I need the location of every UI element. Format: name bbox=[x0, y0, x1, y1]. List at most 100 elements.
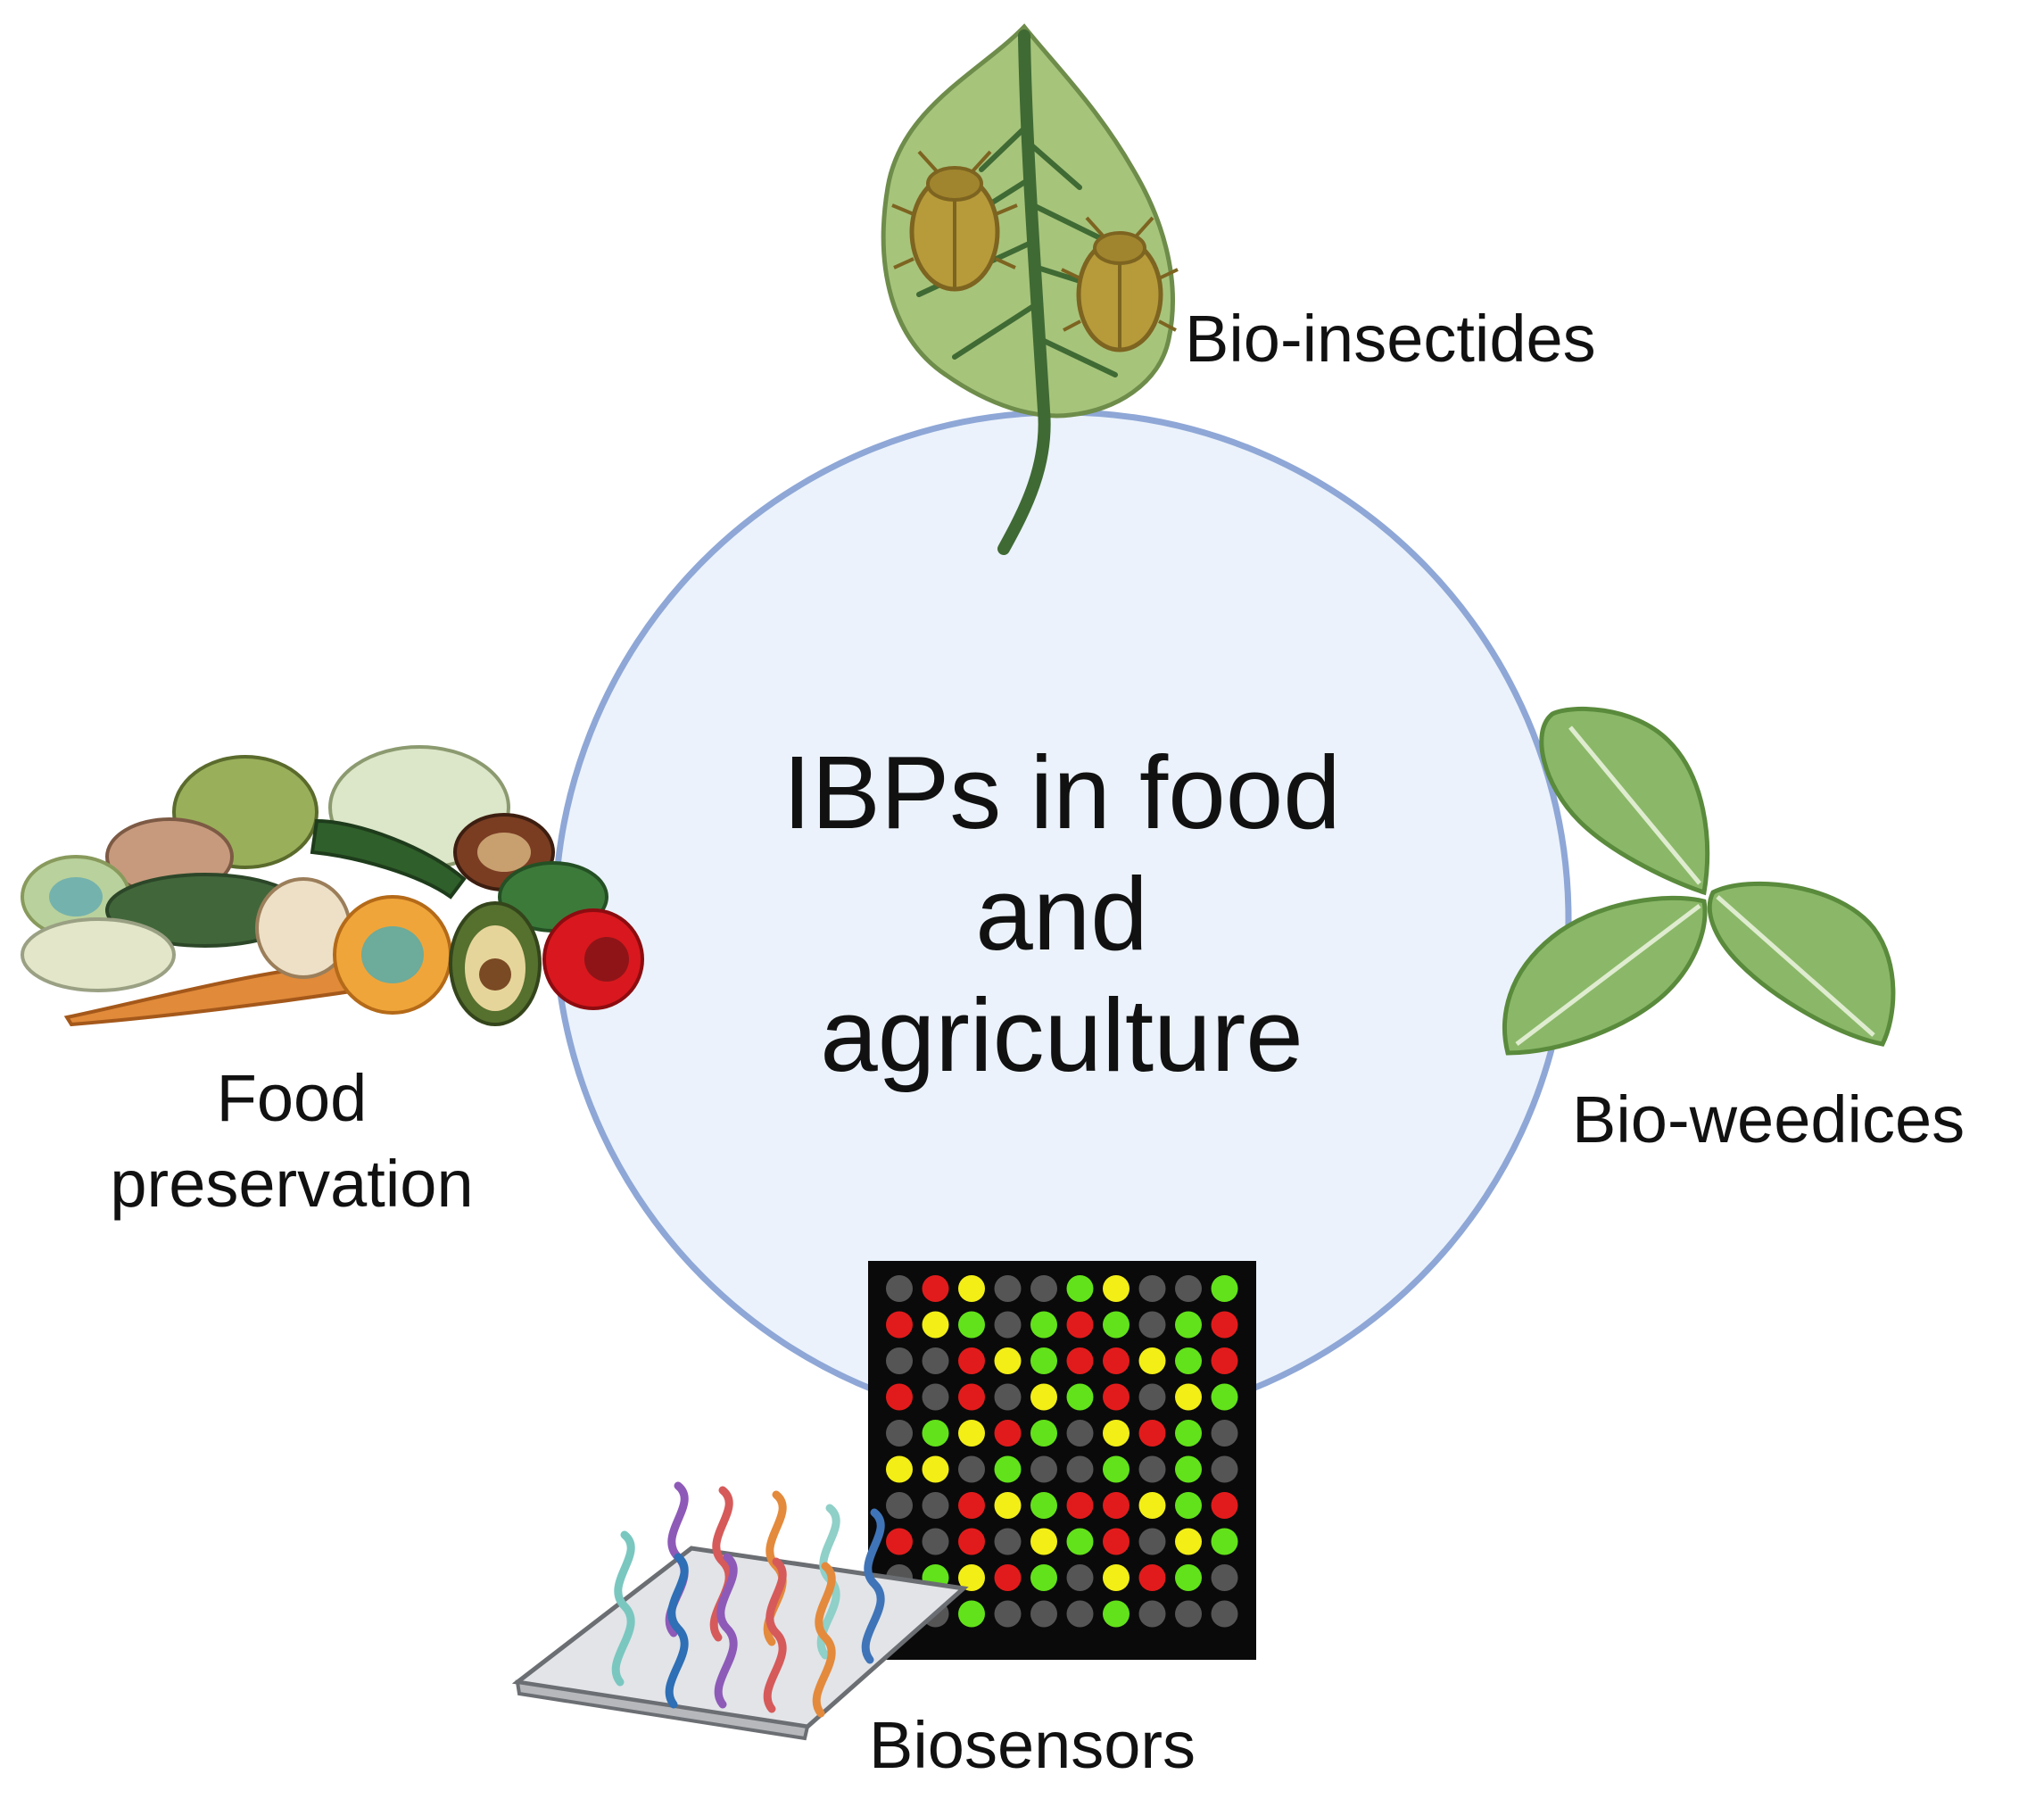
microarray-dot bbox=[1030, 1564, 1057, 1591]
microarray-dot bbox=[958, 1600, 985, 1628]
microarray-dot bbox=[994, 1311, 1022, 1339]
microarray-dot bbox=[1066, 1492, 1094, 1519]
microarray-dot bbox=[1211, 1383, 1238, 1411]
microarray-dot bbox=[1211, 1420, 1238, 1447]
microarray-dot bbox=[1066, 1600, 1094, 1628]
microarray-dot bbox=[886, 1347, 913, 1374]
microarray-dot bbox=[1103, 1564, 1130, 1591]
microarray-dot bbox=[1030, 1275, 1057, 1302]
microarray-dot bbox=[958, 1492, 985, 1519]
microarray-dot bbox=[994, 1455, 1022, 1483]
microarray-dot bbox=[1103, 1311, 1130, 1339]
microarray-dot bbox=[1103, 1420, 1130, 1447]
microarray-dot bbox=[1066, 1347, 1094, 1374]
microarray-dot bbox=[958, 1347, 985, 1374]
microarray-dot bbox=[1103, 1275, 1130, 1302]
dna-strand bbox=[763, 1557, 787, 1713]
microarray-dot bbox=[1030, 1600, 1057, 1628]
microarray-dot bbox=[1175, 1600, 1202, 1628]
microarray-dot bbox=[1175, 1275, 1202, 1302]
microarray-dot bbox=[958, 1383, 985, 1411]
microarray-dot bbox=[1103, 1492, 1130, 1519]
dna-strand bbox=[665, 1553, 689, 1709]
microarray-dot bbox=[1138, 1455, 1166, 1483]
spoiled-food-icon bbox=[21, 745, 644, 1027]
microarray-dot bbox=[1138, 1383, 1166, 1411]
microarray-dot bbox=[1030, 1420, 1057, 1447]
dna-strand bbox=[714, 1553, 738, 1709]
microarray-dot bbox=[1211, 1455, 1238, 1483]
microarray-dot bbox=[922, 1420, 949, 1447]
microarray-dot bbox=[1066, 1275, 1094, 1302]
dna-strand bbox=[709, 1486, 733, 1642]
dna-strand bbox=[861, 1508, 885, 1664]
microarray-dots bbox=[886, 1275, 1238, 1628]
microarray-dot bbox=[958, 1455, 985, 1483]
microarray-dot bbox=[958, 1311, 985, 1339]
microarray-dot bbox=[994, 1564, 1022, 1591]
microarray-dot bbox=[1138, 1600, 1166, 1628]
microarray-dot bbox=[1066, 1528, 1094, 1555]
center-title-line-2: and bbox=[975, 856, 1148, 972]
center-title-line-3: agriculture bbox=[820, 977, 1303, 1093]
dna-strand bbox=[611, 1530, 635, 1687]
microarray-dot bbox=[1211, 1275, 1238, 1302]
microarray-dot bbox=[922, 1275, 949, 1302]
biosensors-label: Biosensors bbox=[869, 1708, 1196, 1782]
microarray-dot bbox=[1030, 1347, 1057, 1374]
microarray-dot bbox=[1138, 1492, 1166, 1519]
microarray-dot bbox=[994, 1528, 1022, 1555]
microarray-dot bbox=[1175, 1347, 1202, 1374]
bio-insectides-label: Bio-insectides bbox=[1185, 302, 1596, 376]
microarray-dot bbox=[1175, 1455, 1202, 1483]
food-preservation-line-2: preservation bbox=[110, 1147, 474, 1221]
dna-strands bbox=[611, 1481, 885, 1718]
weed-leaves-icon bbox=[1502, 706, 1896, 1056]
leaf-with-beetles-icon bbox=[881, 23, 1179, 555]
center-title: IBPs in food and agriculture bbox=[696, 732, 1427, 1096]
microarray-dot bbox=[1030, 1383, 1057, 1411]
microarray-dot bbox=[1066, 1383, 1094, 1411]
microarray-dot bbox=[1138, 1311, 1166, 1339]
microarray-dot bbox=[1030, 1455, 1057, 1483]
microarray-dot bbox=[1175, 1383, 1202, 1411]
food-preservation-line-1: Food bbox=[216, 1061, 368, 1135]
microarray-dot bbox=[994, 1383, 1022, 1411]
microarray-dot bbox=[958, 1564, 985, 1591]
microarray-dot bbox=[1103, 1455, 1130, 1483]
microarray-dot bbox=[1030, 1311, 1057, 1339]
microarray-dot bbox=[886, 1455, 913, 1483]
microarray-dot bbox=[1138, 1420, 1166, 1447]
microarray-dot bbox=[1138, 1275, 1166, 1302]
microarray-dot bbox=[1211, 1564, 1238, 1591]
microarray-dot bbox=[1175, 1311, 1202, 1339]
microarray-dot bbox=[1066, 1564, 1094, 1591]
microarray-dot bbox=[1138, 1347, 1166, 1374]
microarray-biosensor-icon bbox=[511, 1261, 1256, 1741]
microarray-dot bbox=[958, 1528, 985, 1555]
microarray-dot bbox=[1211, 1528, 1238, 1555]
microarray-dot bbox=[1175, 1492, 1202, 1519]
microarray-dot bbox=[994, 1492, 1022, 1519]
center-title-line-1: IBPs in food bbox=[782, 734, 1341, 850]
microarray-dot bbox=[1066, 1420, 1094, 1447]
microarray-dot bbox=[1066, 1311, 1094, 1339]
microarray-dot bbox=[922, 1455, 949, 1483]
microarray-dot bbox=[886, 1492, 913, 1519]
microarray-dot bbox=[1138, 1564, 1166, 1591]
microarray-dot bbox=[1103, 1347, 1130, 1374]
microarray-dot bbox=[886, 1311, 913, 1339]
microarray-dot bbox=[886, 1383, 913, 1411]
microarray-dot bbox=[1175, 1528, 1202, 1555]
microarray-dot bbox=[994, 1600, 1022, 1628]
microarray-dot bbox=[886, 1420, 913, 1447]
dna-strand bbox=[812, 1562, 836, 1718]
microarray-dot bbox=[1066, 1455, 1094, 1483]
microarray-dot bbox=[1103, 1528, 1130, 1555]
microarray-dot bbox=[922, 1347, 949, 1374]
bio-weedices-label: Bio-weedices bbox=[1572, 1082, 1965, 1156]
microarray-dot bbox=[1103, 1383, 1130, 1411]
microarray-dot bbox=[922, 1311, 949, 1339]
